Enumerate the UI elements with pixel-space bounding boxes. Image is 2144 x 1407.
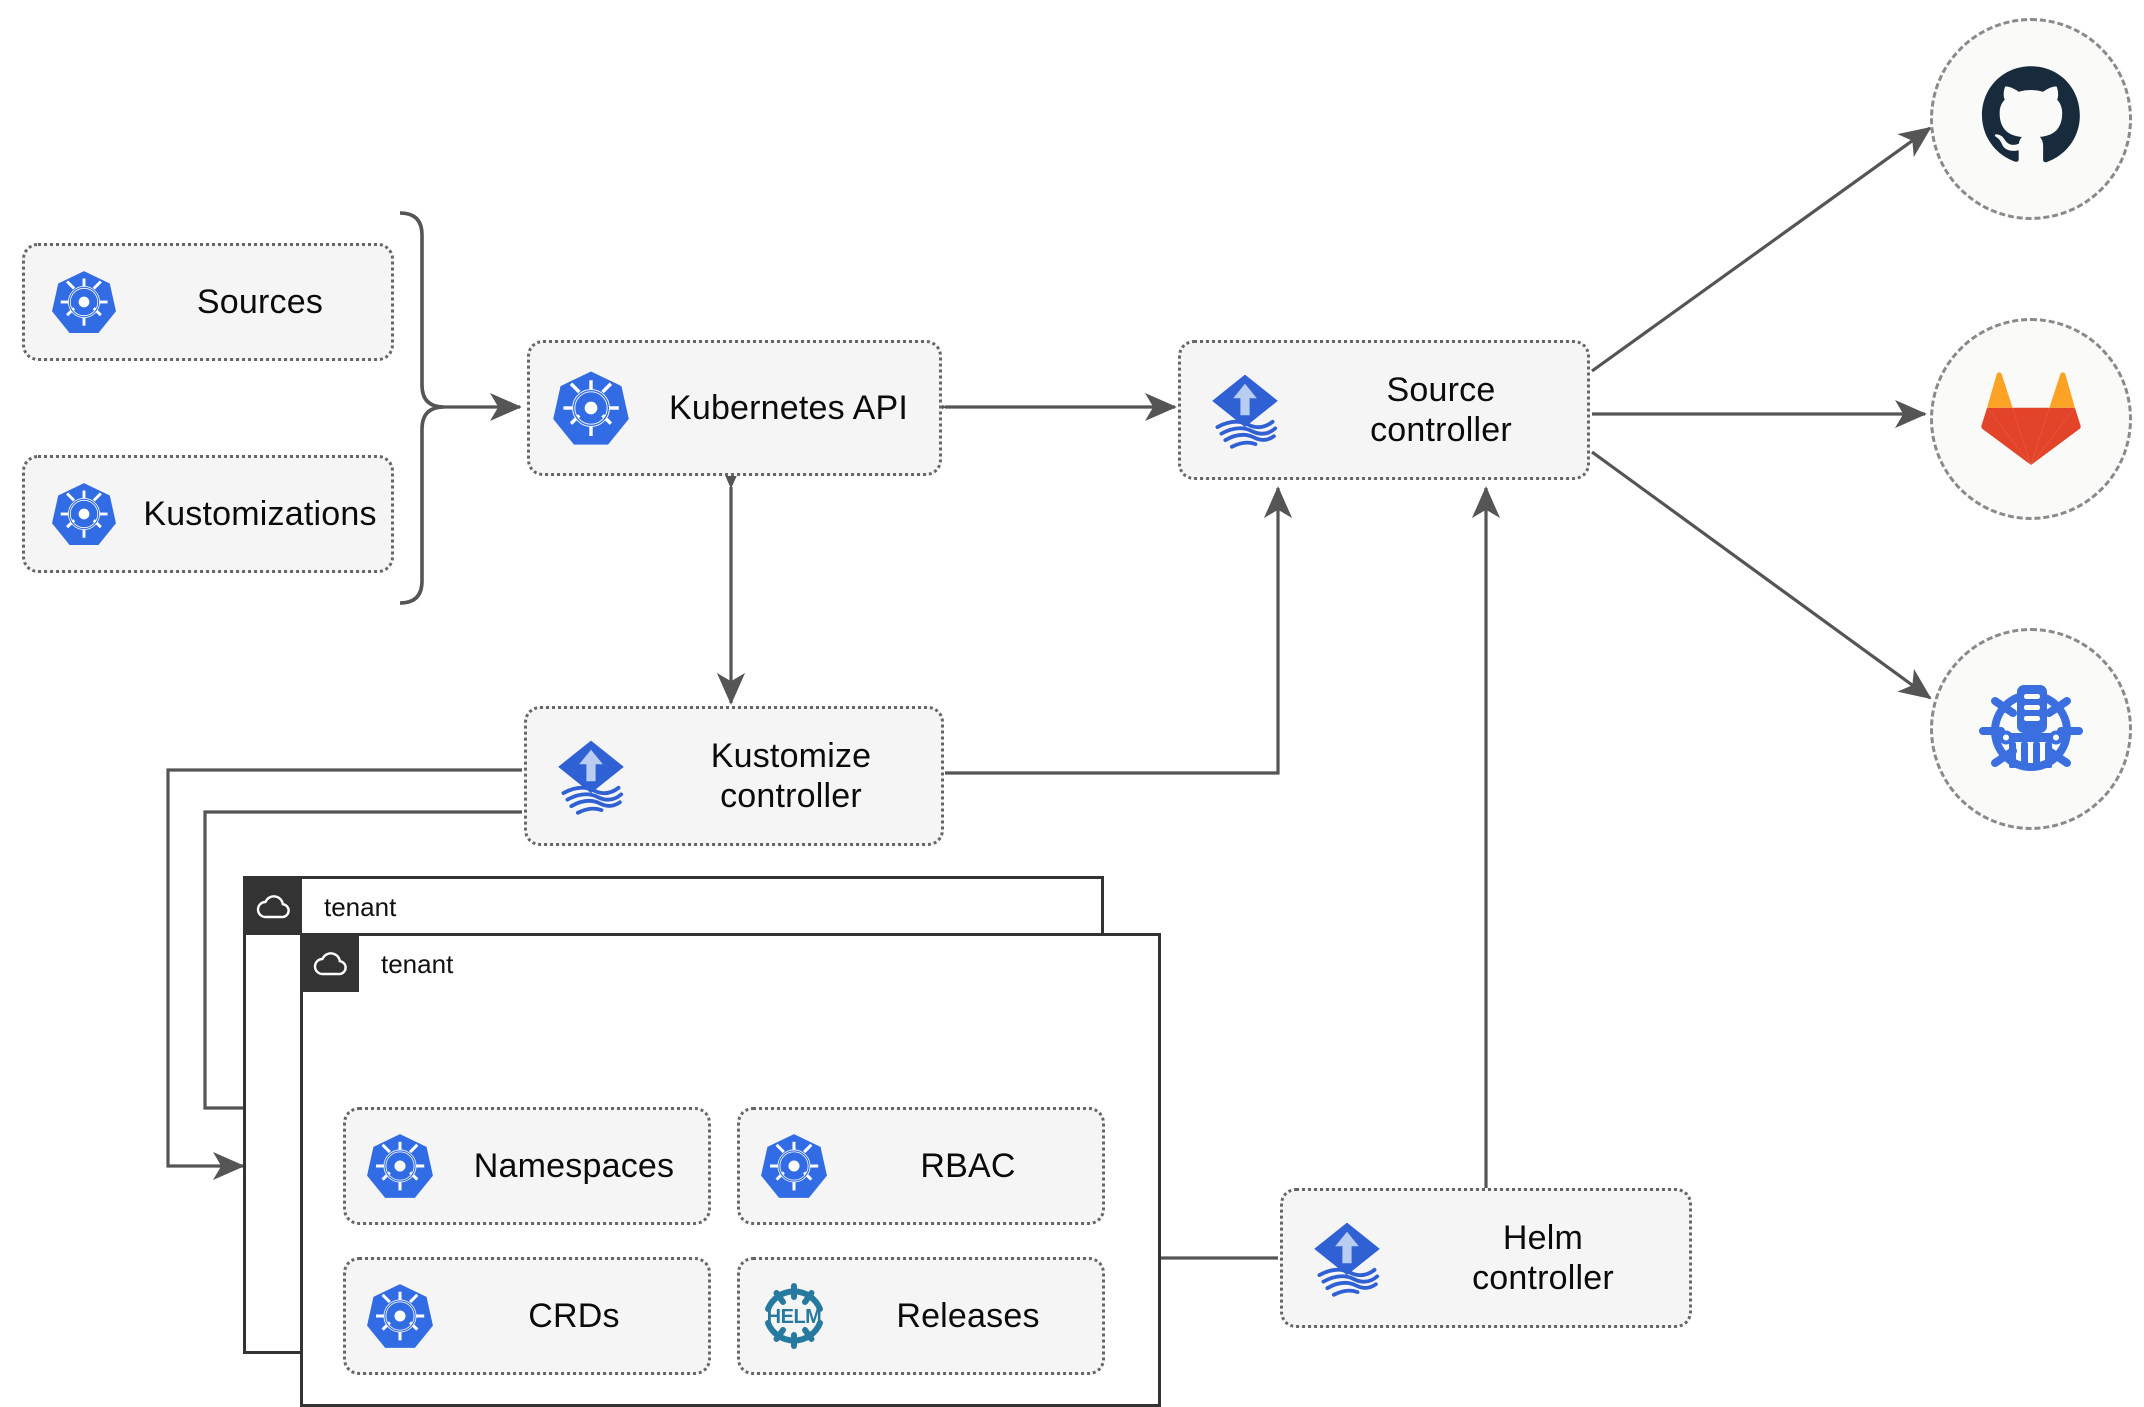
node-label: Helm controller xyxy=(1472,1218,1614,1297)
helm-icon: HELM xyxy=(740,1276,848,1356)
github-icon xyxy=(1978,64,2084,175)
tenant-container-front[interactable]: tenant Namespaces xyxy=(300,933,1161,1407)
svg-text:HELM: HELM xyxy=(767,1306,822,1328)
node-source-controller[interactable]: Source controller xyxy=(1178,340,1590,480)
tenant-header: tenant xyxy=(246,879,396,935)
node-kustomizations[interactable]: Kustomizations xyxy=(22,455,394,573)
kubernetes-icon xyxy=(530,369,652,447)
node-label: Releases xyxy=(896,1296,1040,1335)
tenant-label: tenant xyxy=(324,891,397,922)
node-kubernetes-api[interactable]: Kubernetes API xyxy=(527,340,942,476)
node-rbac[interactable]: RBAC xyxy=(737,1107,1105,1225)
node-releases[interactable]: HELM Releases xyxy=(737,1257,1105,1375)
node-label: Sources xyxy=(196,282,324,321)
node-kustomize-controller[interactable]: Kustomize controller xyxy=(524,706,944,846)
cloud-icon xyxy=(303,936,359,992)
kubernetes-icon xyxy=(346,1282,454,1350)
cloud-icon xyxy=(246,879,302,935)
node-label: CRDs xyxy=(528,1296,620,1335)
provider-github[interactable] xyxy=(1930,18,2132,220)
node-namespaces[interactable]: Namespaces xyxy=(343,1107,711,1225)
node-label: Kustomizations xyxy=(143,494,377,533)
node-label: Namespaces xyxy=(473,1146,675,1185)
kubernetes-icon xyxy=(346,1132,454,1200)
kubernetes-icon xyxy=(740,1132,848,1200)
flux-icon xyxy=(1283,1216,1411,1300)
node-sources[interactable]: Sources xyxy=(22,243,394,361)
node-label: RBAC xyxy=(920,1146,1016,1185)
provider-gitlab[interactable] xyxy=(1930,318,2132,520)
flux-icon xyxy=(1181,368,1309,452)
flux-icon xyxy=(527,734,655,818)
node-helm-controller[interactable]: Helm controller xyxy=(1280,1188,1692,1328)
provider-helm-repository[interactable] xyxy=(1930,628,2132,830)
helm-repository-icon xyxy=(1975,673,2087,786)
kubernetes-icon xyxy=(25,481,143,547)
node-label: Source controller xyxy=(1370,370,1512,449)
gitlab-icon xyxy=(1979,369,2083,470)
tenant-header: tenant xyxy=(303,936,453,992)
tenant-label: tenant xyxy=(381,948,454,979)
node-label: Kubernetes API xyxy=(668,388,909,427)
node-label: Kustomize controller xyxy=(710,736,872,815)
kubernetes-icon xyxy=(25,269,143,335)
node-crds[interactable]: CRDs xyxy=(343,1257,711,1375)
